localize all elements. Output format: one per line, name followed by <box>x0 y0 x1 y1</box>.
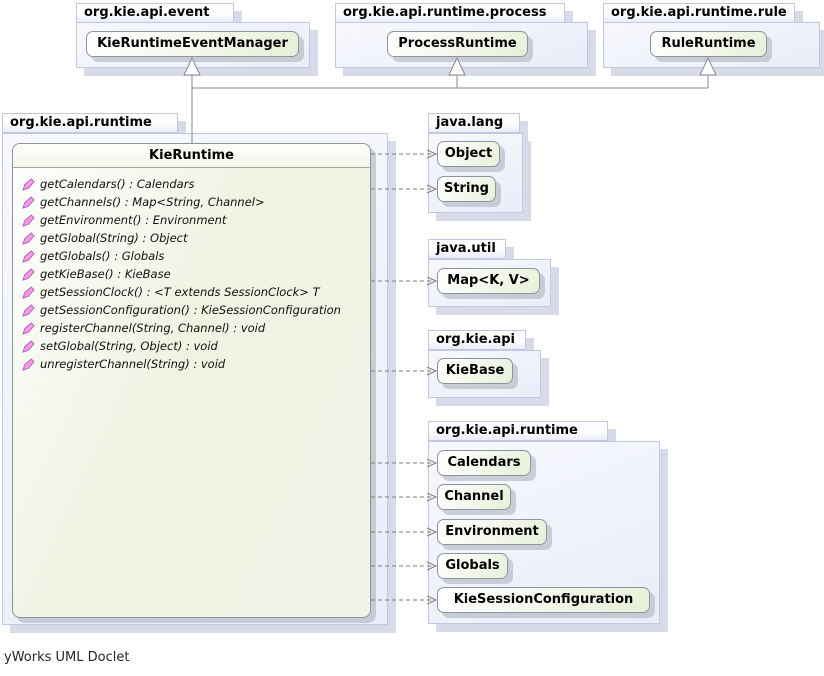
method-row[interactable]: unregisterChannel(String) : void <box>22 355 370 373</box>
class-channel[interactable]: Channel <box>437 484 511 510</box>
method-icon <box>22 303 35 317</box>
class-string[interactable]: String <box>437 176 496 202</box>
method-label: getSessionConfiguration() : KieSessionCo… <box>40 303 341 317</box>
method-label: getGlobals() : Globals <box>40 249 165 263</box>
class-kie-session-configuration[interactable]: KieSessionConfiguration <box>437 587 650 613</box>
class-kie-runtime[interactable]: KieRuntime getCalendars() : Calendars ge… <box>12 143 371 618</box>
class-globals[interactable]: Globals <box>437 553 508 579</box>
package-tab-org-kie-api-runtime-rule[interactable]: org.kie.api.runtime.rule <box>603 3 795 23</box>
class-kie-base[interactable]: KieBase <box>437 358 513 384</box>
method-row[interactable]: getKieBase() : KieBase <box>22 265 370 283</box>
method-row[interactable]: setGlobal(String, Object) : void <box>22 337 370 355</box>
method-list: getCalendars() : Calendars getChannels()… <box>13 168 370 373</box>
method-icon <box>22 231 35 245</box>
method-label: registerChannel(String, Channel) : void <box>40 321 266 335</box>
method-icon <box>22 285 35 299</box>
method-icon <box>22 339 35 353</box>
method-icon <box>22 321 35 335</box>
package-tab-org-kie-api-runtime-right[interactable]: org.kie.api.runtime <box>428 421 608 441</box>
method-icon <box>22 195 35 209</box>
method-label: getKieBase() : KieBase <box>40 267 171 281</box>
class-map[interactable]: Map<K, V> <box>437 268 540 294</box>
method-row[interactable]: getGlobal(String) : Object <box>22 229 370 247</box>
method-row[interactable]: getEnvironment() : Environment <box>22 211 370 229</box>
package-tab-java-util[interactable]: java.util <box>428 239 506 259</box>
package-tab-java-lang[interactable]: java.lang <box>428 113 520 133</box>
method-row[interactable]: registerChannel(String, Channel) : void <box>22 319 370 337</box>
method-icon <box>22 249 35 263</box>
doclet-credit-label: yWorks UML Doclet <box>4 650 130 665</box>
method-label: getCalendars() : Calendars <box>40 177 195 191</box>
class-object[interactable]: Object <box>437 141 500 167</box>
method-row[interactable]: getSessionConfiguration() : KieSessionCo… <box>22 301 370 319</box>
method-label: getSessionClock() : <T extends SessionCl… <box>40 285 320 299</box>
method-icon <box>22 213 35 227</box>
class-rule-runtime[interactable]: RuleRuntime <box>650 31 767 57</box>
method-row[interactable]: getChannels() : Map<String, Channel> <box>22 193 370 211</box>
class-environment[interactable]: Environment <box>437 519 547 545</box>
class-kie-runtime-name[interactable]: KieRuntime <box>13 144 370 168</box>
class-kie-runtime-event-manager[interactable]: KieRuntimeEventManager <box>86 31 299 57</box>
method-icon <box>22 357 35 371</box>
package-tab-org-kie-api-runtime-main[interactable]: org.kie.api.runtime <box>2 113 178 133</box>
package-tab-org-kie-api-event[interactable]: org.kie.api.event <box>76 3 234 23</box>
method-row[interactable]: getGlobals() : Globals <box>22 247 370 265</box>
method-label: getChannels() : Map<String, Channel> <box>40 195 265 209</box>
class-calendars[interactable]: Calendars <box>437 450 531 476</box>
method-label: getEnvironment() : Environment <box>40 213 227 227</box>
method-label: setGlobal(String, Object) : void <box>40 339 218 353</box>
package-tab-org-kie-api[interactable]: org.kie.api <box>428 330 526 350</box>
method-label: getGlobal(String) : Object <box>40 231 188 245</box>
package-tab-org-kie-api-runtime-process[interactable]: org.kie.api.runtime.process <box>335 3 565 23</box>
method-icon <box>22 177 35 191</box>
class-process-runtime[interactable]: ProcessRuntime <box>387 31 528 57</box>
method-label: unregisterChannel(String) : void <box>40 357 226 371</box>
method-row[interactable]: getCalendars() : Calendars <box>22 175 370 193</box>
method-icon <box>22 267 35 281</box>
method-row[interactable]: getSessionClock() : <T extends SessionCl… <box>22 283 370 301</box>
